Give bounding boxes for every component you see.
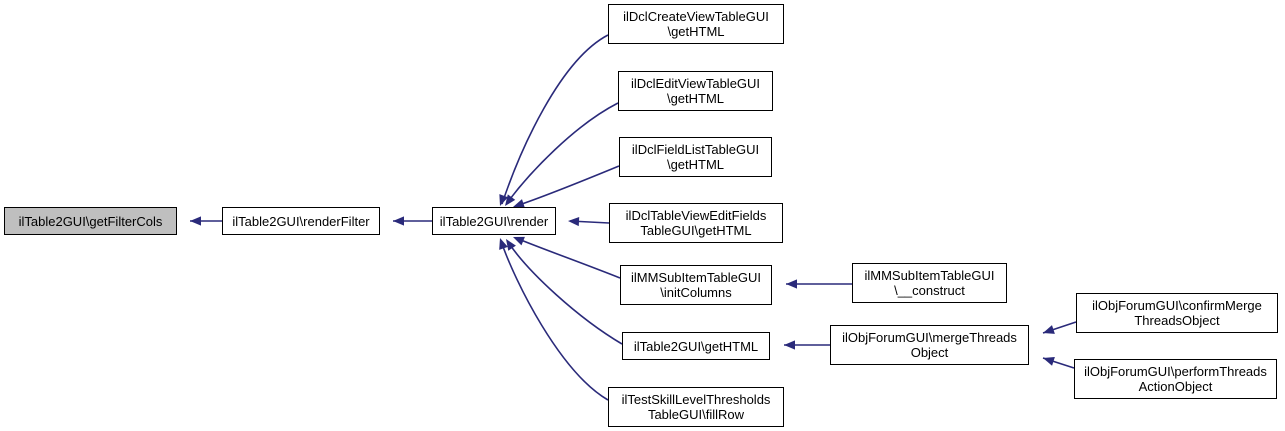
graph-node-editViewGetHTML[interactable]: ilDclEditViewTableGUI \getHTML bbox=[618, 71, 773, 111]
graph-node-mmSubItemInitColumns[interactable]: ilMMSubItemTableGUI \initColumns bbox=[620, 265, 772, 305]
graph-node-label: ilMMSubItemTableGUI \__construct bbox=[864, 268, 995, 298]
graph-node-label: ilDclCreateViewTableGUI \getHTML bbox=[623, 9, 769, 39]
edge-fieldListGetHTML-to-render bbox=[513, 165, 620, 208]
edge-table2GetHTML-to-render bbox=[506, 239, 623, 345]
graph-node-createViewGetHTML[interactable]: ilDclCreateViewTableGUI \getHTML bbox=[608, 4, 784, 44]
graph-node-label: ilObjForumGUI\performThreads ActionObjec… bbox=[1084, 364, 1267, 394]
edge-createViewGetHTML-to-render bbox=[499, 34, 609, 206]
edge-confirmMergeThreadsObject-to-mergeThreadsObject bbox=[1042, 321, 1077, 334]
graph-node-table2GetHTML[interactable]: ilTable2GUI\getHTML bbox=[622, 332, 770, 360]
graph-node-performThreadsActionObject[interactable]: ilObjForumGUI\performThreads ActionObjec… bbox=[1074, 359, 1277, 399]
graph-node-label: ilTable2GUI\getHTML bbox=[633, 338, 759, 354]
graph-node-renderFilter[interactable]: ilTable2GUI\renderFilter bbox=[222, 207, 380, 235]
graph-node-label: ilDclEditViewTableGUI \getHTML bbox=[630, 76, 761, 106]
graph-node-label: ilTable2GUI\renderFilter bbox=[232, 213, 370, 229]
graph-node-tableViewEditFieldsGetHTML[interactable]: ilDclTableViewEditFields TableGUI\getHTM… bbox=[609, 203, 783, 243]
edge-render-to-renderFilter bbox=[393, 216, 432, 226]
graph-node-label: ilDclFieldListTableGUI \getHTML bbox=[631, 142, 760, 172]
edge-mmSubItemConstruct-to-mmSubItemInitColumns bbox=[786, 279, 852, 289]
graph-node-label: ilTable2GUI\render bbox=[439, 213, 549, 229]
edge-editViewGetHTML-to-render bbox=[505, 102, 619, 206]
graph-node-testSkillFillRow[interactable]: ilTestSkillLevelThresholds TableGUI\fill… bbox=[608, 387, 784, 427]
edge-mmSubItemInitColumns-to-render bbox=[513, 236, 621, 279]
graph-node-label: ilDclTableViewEditFields TableGUI\getHTM… bbox=[625, 208, 767, 238]
graph-node-mergeThreadsObject[interactable]: ilObjForumGUI\mergeThreads Object bbox=[830, 325, 1029, 365]
edge-mergeThreadsObject-to-table2GetHTML bbox=[784, 340, 830, 350]
edge-tableViewEditFieldsGetHTML-to-render bbox=[568, 216, 610, 227]
graph-node-fieldListGetHTML[interactable]: ilDclFieldListTableGUI \getHTML bbox=[619, 137, 772, 177]
edge-renderFilter-to-getFilterCols bbox=[190, 216, 222, 226]
graph-node-confirmMergeThreadsObject[interactable]: ilObjForumGUI\confirmMerge ThreadsObject bbox=[1076, 293, 1278, 333]
edge-performThreadsActionObject-to-mergeThreadsObject bbox=[1042, 356, 1075, 369]
graph-node-mmSubItemConstruct[interactable]: ilMMSubItemTableGUI \__construct bbox=[852, 263, 1007, 303]
graph-node-label: ilTable2GUI\getFilterCols bbox=[18, 213, 163, 229]
graph-node-getFilterCols[interactable]: ilTable2GUI\getFilterCols bbox=[4, 207, 177, 235]
graph-node-label: ilMMSubItemTableGUI \initColumns bbox=[630, 270, 762, 300]
edge-testSkillFillRow-to-render bbox=[499, 238, 609, 401]
graph-node-label: ilObjForumGUI\mergeThreads Object bbox=[842, 330, 1017, 360]
graph-node-label: ilObjForumGUI\confirmMerge ThreadsObject bbox=[1092, 298, 1262, 328]
graph-node-render[interactable]: ilTable2GUI\render bbox=[432, 207, 556, 235]
graph-node-label: ilTestSkillLevelThresholds TableGUI\fill… bbox=[621, 392, 771, 422]
